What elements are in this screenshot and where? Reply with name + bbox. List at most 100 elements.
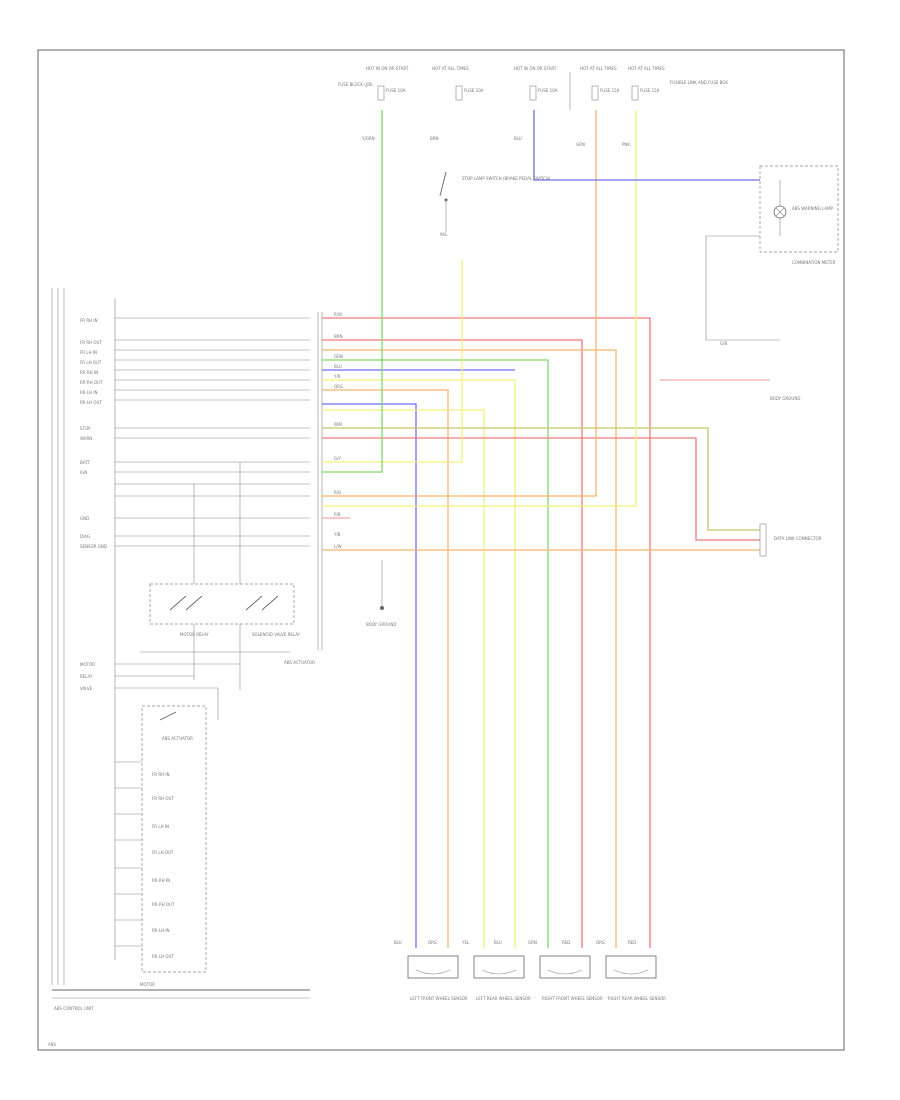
pin-label: RELAY [80,674,93,679]
colored-wires [322,110,770,948]
ground-label: BODY GROUND [366,622,396,627]
wire-tag: P/B [334,512,341,517]
actuator-item: FR LH IN [152,824,169,829]
combination-meter: ABS WARNING LAMP COMBINATION METER G/B B… [705,165,839,401]
fuse-label: FUSE 15A [600,88,620,93]
footer-label: ABS [48,1042,56,1047]
stop-lamp-switch: STOP LAMP SWITCH (BRAKE PEDAL SWITCH) W/… [439,171,551,237]
sensor-label: RIGHT FRONT WHEEL SENSOR [542,996,603,1001]
pin-label: VALVE [80,686,93,691]
pin-label: DIAG [80,534,90,539]
wire-olive-1 [322,427,760,531]
module-pin-labels: FR RH IN FR RH OUT FR LH IN FR LH OUT RR… [80,318,107,691]
fuse-location-label: FUSIBLE LINK AND FUSE BOX [670,80,728,85]
switch-ground-label: W/L [440,232,448,237]
warning-lamp-label: ABS WARNING LAMP [792,206,834,211]
actuator-item: FR LH OUT [152,850,174,855]
actuator-item: FR RH IN [152,772,170,777]
sensor-box [539,955,591,979]
wire-tag: GRN [334,354,343,359]
combination-meter-label: COMBINATION METER [792,260,836,265]
sensor-box [407,955,459,979]
pin-label: MOTOR [80,662,95,667]
ground-tag: G/B [720,341,727,346]
wire-red-3 [322,437,760,541]
meter-box [759,165,839,253]
sensor-wire-tag: BLU [494,940,502,945]
pin-label: IGN [80,470,87,475]
fuse-label: FUSE 15A [640,88,660,93]
sensor-wire-tag: GRN [528,940,537,945]
actuator-item: FR RH OUT [152,796,174,801]
pin-label: WARN [80,436,92,441]
pin-label: GND [80,516,89,521]
data-link-label: DATA LINK CONNECTOR [774,536,822,541]
wire-yellow-4 [322,110,637,507]
pin-label: RR LH OUT [80,400,102,405]
fuse-section: HOT IN ON OR START HOT AT ALL TIMES HOT … [338,66,728,147]
sensor-label: LEFT FRONT WHEEL SENSOR [410,996,468,1001]
wire-orange-3 [322,110,597,497]
wire-color-tag: Y/GRN [361,136,375,141]
wire-color-tag: BLU [514,136,522,141]
diagram-frame [37,49,845,1051]
fuse-label: FUSE 10A [538,88,558,93]
ground-note: BODY GROUND [770,396,800,401]
sensor-wire-tag: ORG [596,940,605,945]
wire-yellow-3 [322,260,463,463]
actuator-item: RR LH IN [152,928,170,933]
wire-tag: R/W [334,312,342,317]
sensor-label: RIGHT REAR WHEEL SENSOR [608,996,666,1001]
pin-label: FR LH OUT [80,360,102,365]
switch-label: STOP LAMP SWITCH (BRAKE PEDAL SWITCH) [462,176,551,181]
connector-wire-tags: R/W BRN GRN BLU Y/R ORG W/B G/Y R/B P/B … [333,312,343,549]
actuator-item: RR RH IN [152,878,170,883]
wire-tag: G/Y [334,456,341,461]
sensor-wire-tag: BLU [394,940,402,945]
actuator-box: ABS ACTUATOR FR RH IN FR RH OUT FR LH IN… [115,705,207,987]
sensor-wire-tag: RED [628,940,636,945]
fuse-box-label: HOT AT ALL TIMES [432,66,469,71]
relay-box-label: ABS ACTUATOR [284,660,315,665]
relay-box: MOTOR RELAY SOLENOID VALVE RELAY ABS ACT… [115,462,315,720]
wire-tag: L/W [334,544,342,549]
actuator-item: RR LH OUT [152,954,174,959]
actuator-frame [141,705,207,973]
connector-ground: BODY GROUND [366,560,396,627]
pin-label: FR RH OUT [80,340,102,345]
connector-column [317,312,323,650]
pin-label: BATT [80,460,91,465]
wire-tag: R/B [334,490,341,495]
relay-box-frame [149,583,295,625]
wire-tag: ORG [334,384,343,389]
wire-red-2 [322,339,583,948]
wire-orange-2 [322,389,449,948]
wire-tag: W/B [334,422,342,427]
pin-label: RR RH OUT [80,380,103,385]
wire-color-tag: BRN [430,136,439,141]
wire-tag: BRN [334,334,343,339]
wire-tag: BLU [334,364,342,369]
wire-red-1 [322,317,651,948]
wheel-sensors: BLU ORG YEL BLU GRN RED ORG RED LEFT FRO… [394,940,666,1001]
harness-lines [115,317,310,547]
fuse-box-label: HOT AT ALL TIMES [580,66,617,71]
wire-yellow-1 [322,379,516,948]
pin-label: STOP [80,426,91,431]
fuse-location-label: FUSE BLOCK (J/B) [338,82,373,87]
wire-blue-3 [533,110,760,181]
relay-label: SOLENOID VALVE RELAY [252,632,301,637]
wire-color-tag: GRN [576,142,585,147]
sensor-box [605,955,657,979]
pin-label: FR RH IN [80,318,98,323]
relay-label: MOTOR RELAY [180,632,209,637]
fuse-label: FUSE 10A [464,88,484,93]
fuse-label: FUSE 10A [386,88,406,93]
wire-green-1 [322,359,549,948]
actuator-item: MOTOR [140,982,155,987]
sensor-box [473,955,525,979]
sensor-wire-tag: YEL [461,940,470,945]
fuse-box-label: HOT IN ON OR START [366,66,409,71]
fuse-box-label: HOT IN ON OR START [514,66,557,71]
